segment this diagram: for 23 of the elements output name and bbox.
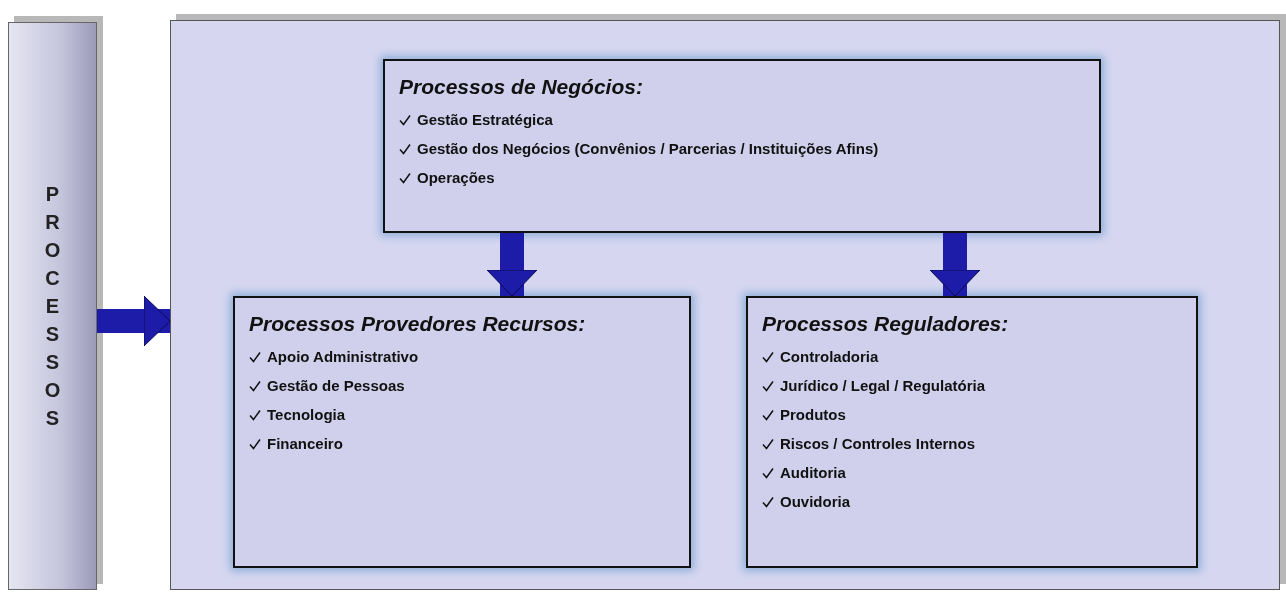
box-heading: Processos de Negócios: (399, 75, 644, 99)
list-item: Gestão de Pessoas (267, 377, 405, 394)
list-item: Gestão Estratégica (417, 111, 553, 128)
list-item: Ouvidoria (780, 493, 850, 510)
list-item: Controladoria (780, 348, 879, 365)
process-box (233, 296, 691, 568)
box-heading: Processos Provedores Recursos: (249, 312, 587, 336)
vertical-label: PROCESSOS (43, 182, 62, 431)
block-arrow (97, 295, 171, 347)
list-item: Jurídico / Legal / Regulatória (780, 377, 986, 394)
list-item: Operações (417, 169, 495, 186)
process-box (383, 59, 1101, 233)
box-heading: Processos Reguladores: (762, 312, 1010, 336)
block-arrow (486, 233, 538, 297)
list-item: Produtos (780, 406, 846, 423)
list-item: Auditoria (780, 464, 846, 481)
list-item: Gestão dos Negócios (Convênios / Parcerias / Instituições Afins) (417, 140, 879, 157)
block-arrow (929, 233, 981, 297)
process-box (746, 296, 1198, 568)
list-item: Riscos / Controles Internos (780, 435, 976, 452)
list-item: Apoio Administrativo (267, 348, 419, 365)
list-item: Financeiro (267, 435, 343, 452)
list-item: Tecnologia (267, 406, 346, 423)
